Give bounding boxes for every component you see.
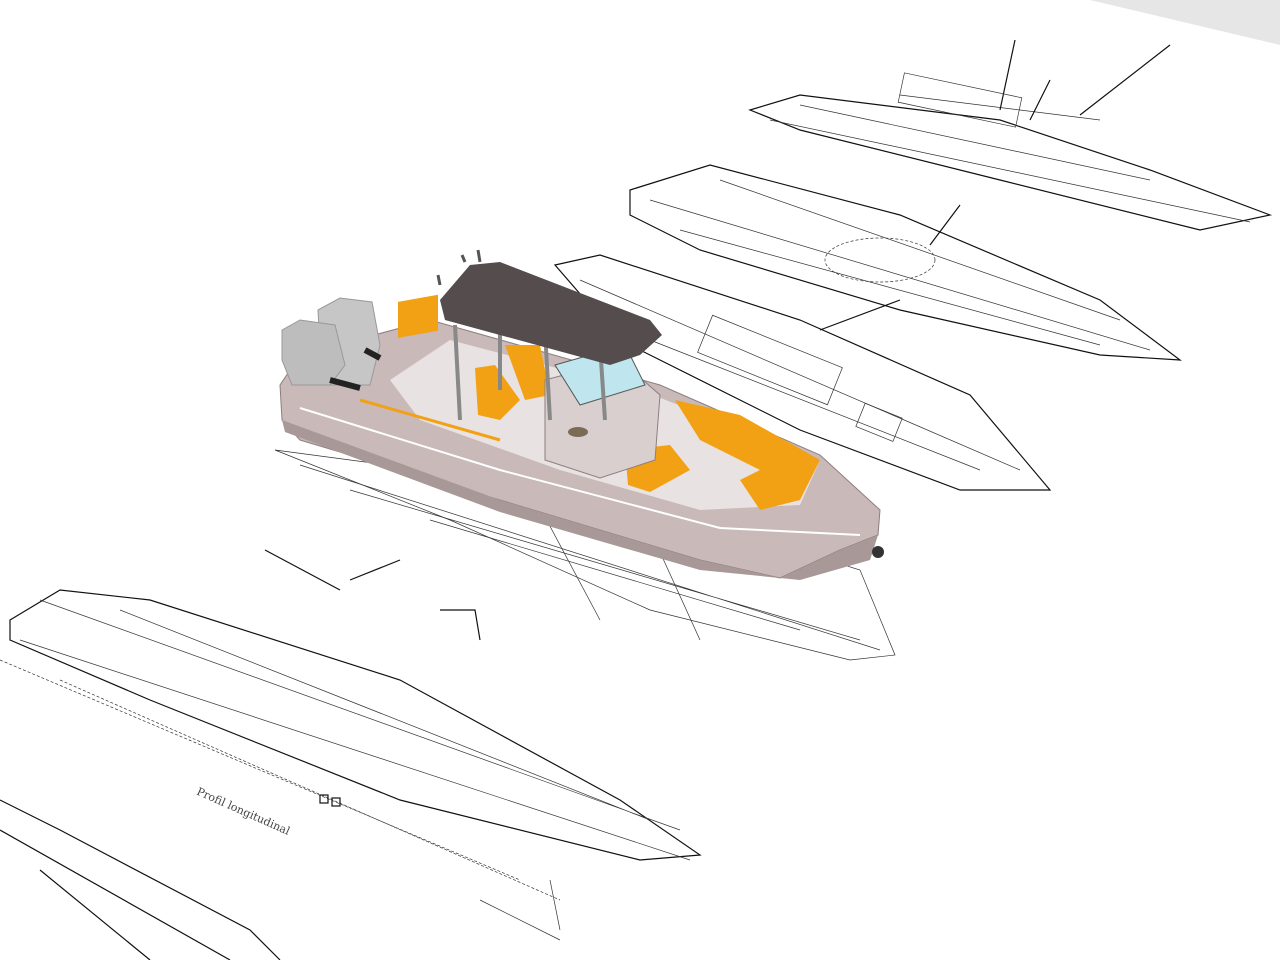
blueprint-side-profile [0,549,702,960]
blueprint-deck-outline [553,254,1052,491]
blueprint-plan-view [629,164,1182,361]
blueprint-top-profile [748,39,1273,231]
corner-band [1090,0,1280,45]
boat-3d-model [279,249,884,580]
